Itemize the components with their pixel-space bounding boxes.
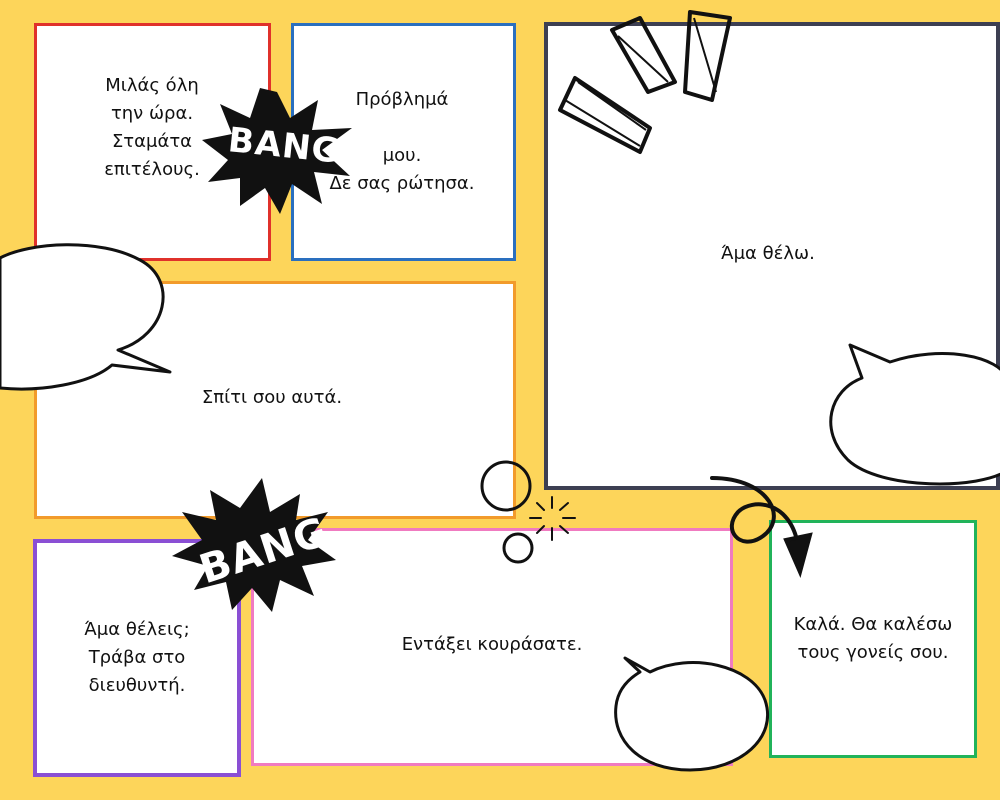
exclamation-marks-icon <box>558 10 732 154</box>
bang-burst-icon <box>202 88 352 214</box>
speech-bubble-icon <box>0 243 172 391</box>
panel-3-text: Άμα θέλω. <box>721 243 815 264</box>
sparkle-icon <box>529 496 576 541</box>
panel-1-text: Μιλάς όλη την ώρα. Σταμάτα επιτέλους. <box>104 75 200 180</box>
panel-4-text: Σπίτι σου αυτά. <box>201 387 343 408</box>
curly-arrow-icon <box>710 476 813 579</box>
bubbles-icon <box>480 460 534 564</box>
speech-bubble-icon <box>614 656 769 772</box>
panel-6-text: Εντάξει κουράσατε. <box>401 634 583 655</box>
panel-2-text: Πρόβλημά μου. Δε σας ρώτησα. <box>329 89 475 194</box>
panel-5-text: Άμα θέλεις; Τράβα στο διευθυντή. <box>84 619 190 696</box>
speech-bubble-icon <box>829 343 1000 486</box>
panel-7-text: Καλά. Θα καλέσω τους γονείς σου. <box>793 614 953 663</box>
bang-burst-icon <box>172 478 336 612</box>
